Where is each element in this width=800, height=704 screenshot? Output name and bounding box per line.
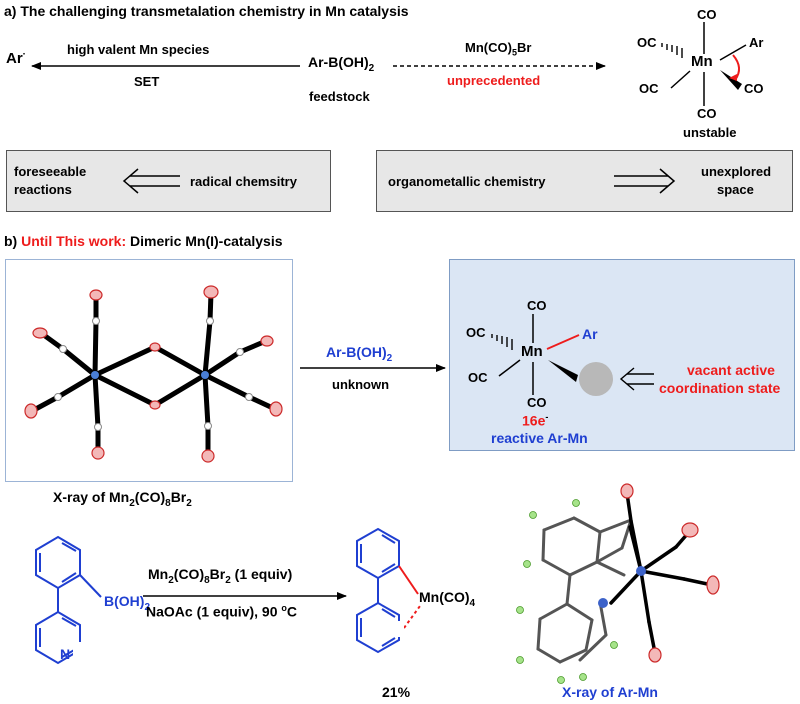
complex-b-mn: Mn [521, 343, 543, 360]
electron-count: 16e- [522, 412, 549, 429]
aryl-boronic-acid: Ar-B(OH)2 [308, 54, 375, 74]
unprecedented-label: unprecedented [447, 73, 541, 88]
reactant-boronic-group: B(OH)2 [104, 593, 150, 613]
complex-a-co-top: CO [697, 7, 717, 22]
complex-a-co-bottom: CO [697, 106, 717, 121]
complex-b-hashed-bond [491, 334, 513, 350]
section-b-title: b) Until This work: Dimeric Mn(I)-cataly… [4, 233, 283, 249]
high-valent-label: high valent Mn species [67, 42, 210, 57]
vacant-site-double-arrow [619, 367, 654, 391]
double-arrow-right [614, 168, 676, 194]
reactant-nitrogen: N [60, 646, 71, 662]
vacant-label-line2: coordination state [659, 380, 781, 396]
complex-a-mn: Mn [691, 53, 713, 70]
ar-mn-ortep-bonds [536, 516, 633, 664]
complex-b-co-top: CO [527, 298, 547, 313]
mn-reagent-label: Mn(CO)5Br [465, 40, 532, 58]
complex-a-co-right: CO [744, 81, 764, 96]
complex-b-oc-left: OC [466, 325, 486, 340]
radical-chemistry-box [6, 150, 331, 212]
dimer-xray-panel [5, 259, 293, 482]
unknown-label: unknown [332, 377, 390, 392]
complex-b-oc-bottom: OC [468, 370, 488, 385]
ar-mn-ortep-mn [636, 566, 646, 576]
radical-chemistry-label: radical chemsitry [190, 174, 297, 189]
organometallic-label: organometallic chemistry [388, 174, 546, 189]
feedstock-label: feedstock [309, 89, 370, 104]
vacant-label-line1: vacant active [687, 362, 775, 378]
reactive-mn-panel [449, 259, 795, 451]
complex-a-wedge-bond [720, 70, 742, 90]
complex-a-oc-bottom: OC [639, 81, 659, 96]
complex-a-bonds [670, 22, 747, 106]
complex-a-hashed-bond [661, 43, 683, 58]
product-n-mn-bond [403, 605, 421, 629]
ar-mn-ortep-oxygens [620, 483, 720, 663]
arrow-reagent-label: Ar-B(OH)2 [326, 344, 393, 364]
space-label: space [717, 182, 754, 197]
unexplored-label: unexplored [701, 164, 772, 179]
complex-b-bonds [498, 314, 534, 395]
aryl-radical: Ar· [6, 49, 27, 67]
ar-mn-ortep-metal-bonds [609, 491, 714, 655]
condition-mn-dimer: Mn2(CO)8Br2 (1 equiv) [148, 566, 293, 586]
condition-naoac: NaOAc (1 equiv), 90 oC [146, 603, 298, 620]
complex-a-ar: Ar [749, 35, 764, 50]
dimer-mn-atom-1 [91, 371, 99, 379]
dimer-ortep [29, 290, 278, 458]
vacant-site-sphere [579, 362, 613, 396]
product-structure [356, 527, 400, 654]
ar-mn-xray-label: X-ray of Ar-Mn [562, 684, 658, 700]
ar-mn-ortep-hydrogens [516, 499, 618, 684]
product-c-mn-bond [398, 565, 419, 595]
double-arrow-left [122, 168, 180, 194]
complex-b-co-bottom: CO [527, 395, 547, 410]
reactant-structure [35, 535, 102, 665]
dimer-mn-atom-2 [201, 371, 209, 379]
set-label: SET [134, 74, 160, 89]
section-a-title: a) The challenging transmetalation chemi… [4, 3, 409, 19]
unstable-label: unstable [683, 125, 737, 140]
reactions-label: reactions [14, 182, 72, 197]
organometallic-box [376, 150, 793, 212]
complex-b-ar: Ar [582, 326, 598, 342]
dimer-xray-caption: X-ray of Mn2(CO)8Br2 [53, 489, 192, 509]
foreseeable-label: foreseeable [14, 164, 87, 179]
product-mn-co4: Mn(CO)4 [419, 589, 476, 609]
complex-b-wedge-bond [548, 360, 578, 382]
complex-b-ar-bond [546, 334, 580, 350]
reactive-ar-mn-label: reactive Ar-Mn [491, 430, 588, 446]
ar-mn-ortep-nitrogen [598, 598, 608, 608]
dimer-ortep-atoms [24, 285, 283, 463]
complex-a-oc-left: OC [637, 35, 657, 50]
yield-label: 21% [382, 684, 411, 700]
dimer-ortep-carbons [54, 317, 253, 431]
